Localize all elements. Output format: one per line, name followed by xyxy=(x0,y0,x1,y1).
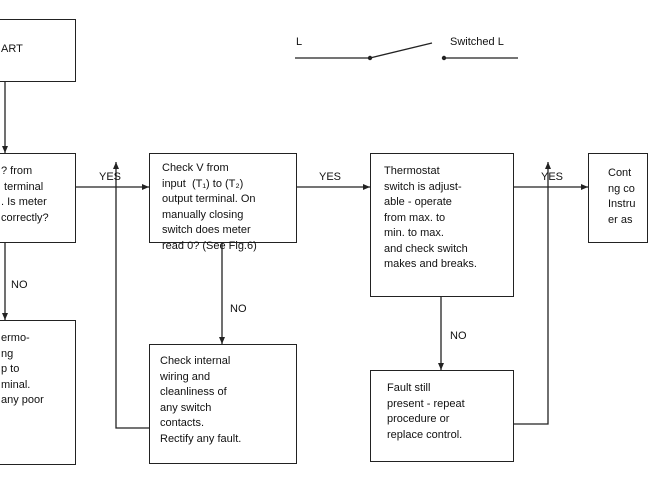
label-no-3: NO xyxy=(450,330,467,342)
switch-label-live: L xyxy=(296,36,303,48)
box-thermostat-switch: Thermostat switch is adjust- able - oper… xyxy=(370,153,514,297)
box-contact: Cont ng co Instru er as xyxy=(588,153,648,243)
box-check-wiring-text: Check internal wiring and cleanliness of… xyxy=(160,355,242,445)
box-fault-present: Fault still present - repeat procedure o… xyxy=(370,370,514,462)
arrow-loop-back-2 xyxy=(514,162,551,425)
box-check-v-text: Check V from input (T₁) to (T₂) output t… xyxy=(162,162,257,252)
switch-contact-right xyxy=(441,55,447,61)
label-yes-1: YES xyxy=(99,171,122,183)
label-yes-2: YES xyxy=(319,171,342,183)
box-check-input-text: ? from terminal . Is meter correctly? xyxy=(1,165,49,224)
box-start-text: ART xyxy=(1,43,23,55)
box-check-v: Check V from input (T₁) to (T₂) output t… xyxy=(149,153,297,252)
label-yes-3: YES xyxy=(541,171,564,183)
box-check-thermo: ermo- ng p to minal. any poor xyxy=(0,320,76,465)
box-check-wiring: Check internal wiring and cleanliness of… xyxy=(149,344,297,464)
switch-label-switched: Switched L xyxy=(450,36,504,48)
label-no-2: NO xyxy=(230,303,247,315)
box-check-input: ? from terminal . Is meter correctly? xyxy=(0,153,76,243)
switch-contact-left xyxy=(367,55,373,61)
switch-blade xyxy=(369,42,433,59)
box-fault-present-text: Fault still present - repeat procedure o… xyxy=(387,382,465,441)
label-no-1: NO xyxy=(11,279,28,291)
box-contact-text: Cont ng co Instru er as xyxy=(608,167,636,226)
box-check-thermo-text: ermo- ng p to minal. any poor xyxy=(1,332,44,406)
box-thermostat-switch-text: Thermostat switch is adjust- able - oper… xyxy=(384,165,477,270)
arrow-loop-back-1 xyxy=(113,162,149,429)
box-start: ART xyxy=(0,19,76,82)
